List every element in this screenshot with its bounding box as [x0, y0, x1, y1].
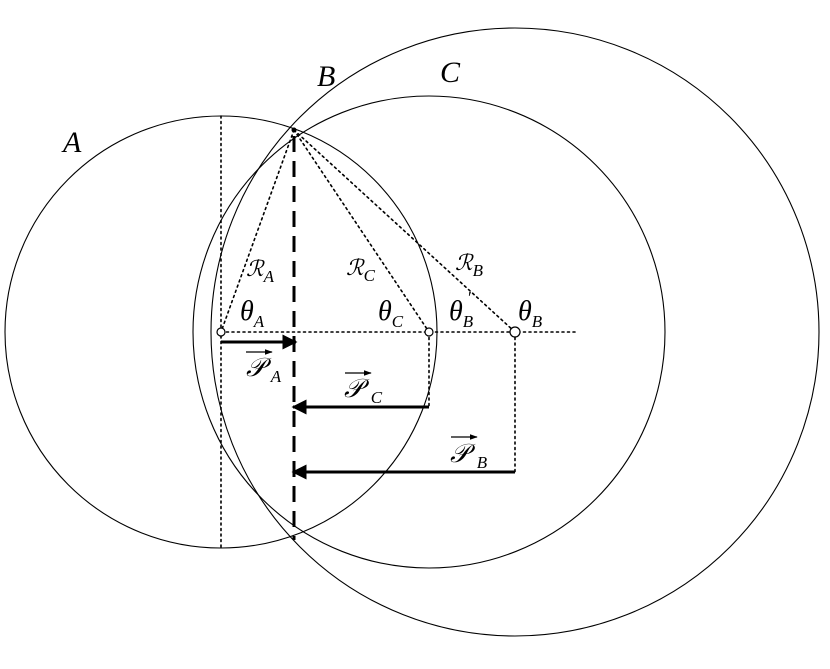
center-point-c	[424, 327, 434, 337]
angle-label-c: θC	[378, 296, 404, 331]
angle-label-b-prime-mark: ′	[467, 288, 471, 307]
radius-line-b	[293, 129, 516, 333]
center-point-a	[216, 327, 226, 337]
radius-label-a: ℛA	[246, 256, 275, 286]
circle-b	[210, 27, 820, 637]
radius-line-a	[220, 129, 295, 333]
angle-label-a: θA	[240, 296, 265, 331]
circle-label-c: C	[440, 56, 461, 89]
angle-label-b-prime: θB	[449, 296, 474, 331]
circle-label-a: A	[61, 126, 82, 159]
center-point-b	[509, 326, 521, 338]
circle-label-b: B	[317, 60, 335, 93]
angle-label-b: θB	[518, 296, 543, 331]
circle-c	[192, 95, 666, 569]
intersection-point	[291, 127, 297, 133]
radius-line-c	[293, 129, 430, 333]
radius-label-c: ℛC	[346, 255, 376, 285]
radius-label-b: ℛB	[455, 250, 484, 280]
